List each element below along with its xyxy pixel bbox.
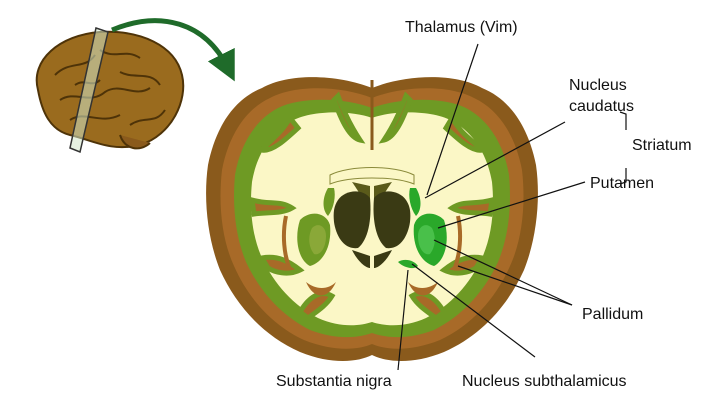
- label-nucleus-subthalamicus: Nucleus subthalamicus: [462, 373, 627, 391]
- label-nucleus-caudatus-line1: Nucleus: [569, 77, 627, 95]
- label-nucleus-caudatus-line2: caudatus: [569, 98, 634, 116]
- coronal-section: [206, 77, 538, 361]
- label-putamen: Putamen: [590, 175, 654, 193]
- whole-brain-thumbnail: [37, 28, 184, 152]
- label-thalamus: Thalamus (Vim): [405, 19, 518, 37]
- label-striatum: Striatum: [632, 137, 692, 155]
- striatum-bracket: [620, 112, 626, 184]
- label-substantia-nigra: Substantia nigra: [276, 373, 392, 391]
- label-pallidum: Pallidum: [582, 306, 643, 324]
